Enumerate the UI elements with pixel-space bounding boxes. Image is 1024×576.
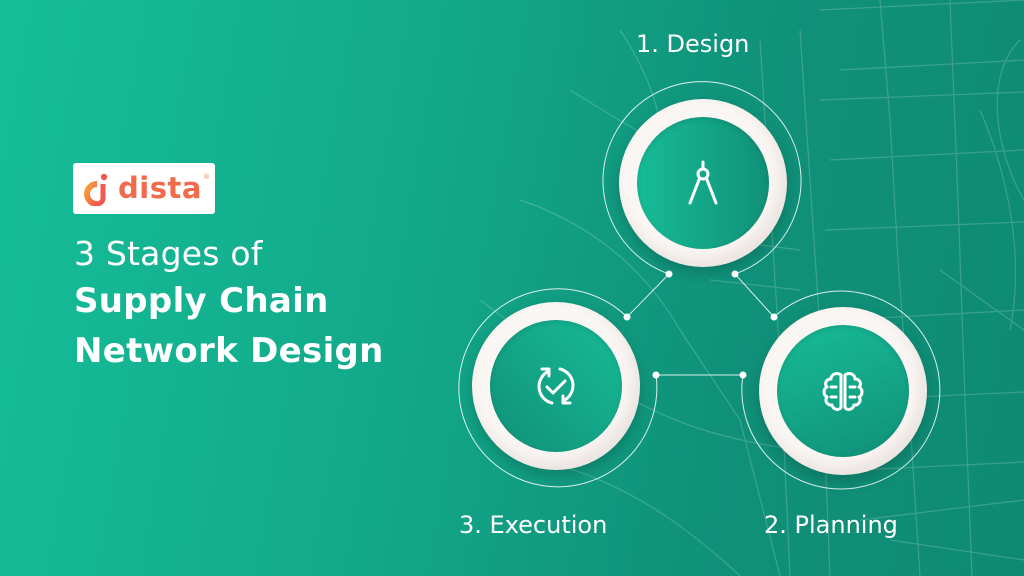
stage-inner-execution xyxy=(490,320,622,452)
stage-node-planning xyxy=(759,307,927,475)
connector-dot xyxy=(623,313,631,321)
refresh-check-icon xyxy=(537,367,575,405)
planning-outer-ring xyxy=(741,290,941,490)
stage-label-execution: 3. Execution xyxy=(459,511,608,539)
design-outer-ring xyxy=(602,81,802,275)
connector-dot xyxy=(665,270,673,278)
logo-wordmark: dista xyxy=(118,170,202,205)
stage-inner-planning xyxy=(777,325,909,457)
stage-label-planning: 2. Planning xyxy=(764,511,898,539)
connector-design-planning xyxy=(734,273,775,318)
connector-dot xyxy=(770,313,778,321)
stage-node-execution xyxy=(472,302,640,470)
dista-logo-mark-icon xyxy=(84,173,108,206)
brain-icon xyxy=(822,372,864,411)
stage-node-design xyxy=(619,99,787,267)
execution-outer-ring xyxy=(458,288,658,488)
headline-line2: Supply Chain xyxy=(74,281,329,321)
connector-dot xyxy=(739,371,747,379)
stage-inner-design xyxy=(637,117,769,249)
registered-mark: ® xyxy=(203,173,210,181)
connector-design-execution xyxy=(626,273,670,318)
headline-line3: Network Design xyxy=(74,331,384,371)
dista-logo: dista ® xyxy=(73,163,215,214)
connector-dot xyxy=(731,270,739,278)
connector-dot xyxy=(652,371,660,379)
stage-label-design: 1. Design xyxy=(636,30,750,58)
headline-line1: 3 Stages of xyxy=(74,234,263,273)
compass-icon xyxy=(688,160,718,205)
headline: 3 Stages of Supply Chain Network Design xyxy=(74,232,384,376)
